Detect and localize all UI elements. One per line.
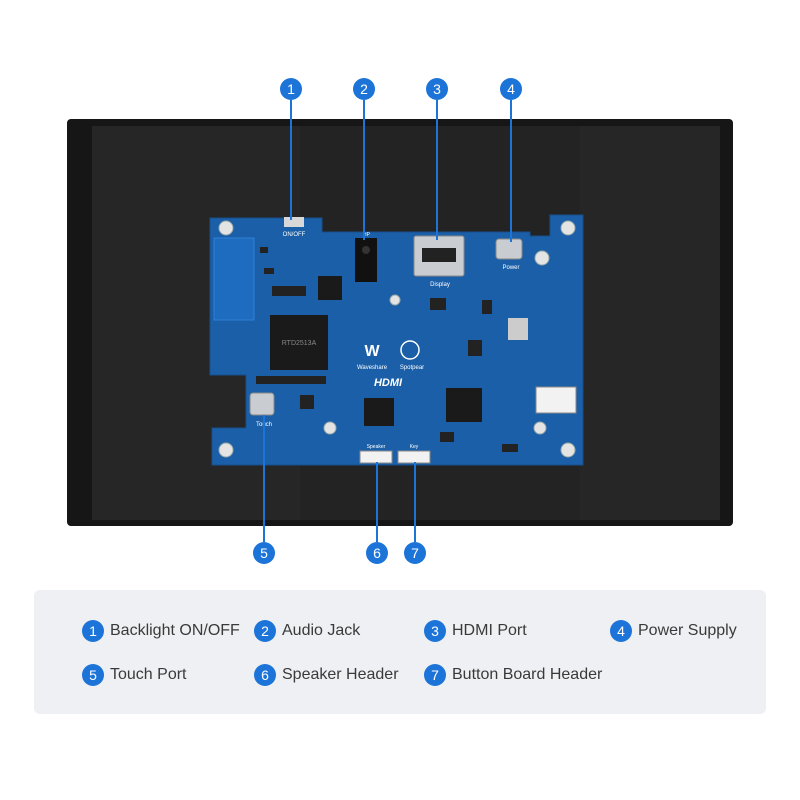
controller-chip [270, 315, 328, 370]
power-port [495, 238, 523, 260]
silk-hp: HP [363, 232, 371, 238]
legend-label: Backlight ON/OFF [110, 622, 240, 639]
leader-line-5 [263, 415, 265, 542]
legend-item-hdmi: 3 HDMI Port [424, 620, 527, 642]
legend-number: 3 [424, 620, 446, 642]
legend-label: Speaker Header [282, 666, 399, 683]
legend-item-power: 4 Power Supply [610, 620, 737, 642]
legend-number: 5 [82, 664, 104, 686]
callout-7: 7 [404, 542, 426, 564]
callout-5: 5 [253, 542, 275, 564]
product-diagram: RTD2513A ON/OFF HP Display Power To [67, 78, 733, 564]
legend-label: Touch Port [110, 666, 187, 683]
callout-6: 6 [366, 542, 388, 564]
silk-brand2: Spotpear [400, 365, 424, 371]
legend-item-touch: 5 Touch Port [82, 664, 186, 686]
silk-onoff: ON/OFF [283, 232, 306, 238]
legend-item-speaker: 6 Speaker Header [254, 664, 399, 686]
legend-number: 6 [254, 664, 276, 686]
chip-label: RTD2513A [282, 340, 317, 347]
legend-number: 4 [610, 620, 632, 642]
spotpear-logo [400, 340, 420, 360]
audio-jack [355, 238, 377, 282]
silk-display: Display [430, 282, 450, 288]
silk-key: Key [410, 444, 419, 450]
legend-label: Button Board Header [452, 666, 603, 683]
backlight-switch [284, 217, 304, 227]
legend-panel: 1 Backlight ON/OFF 2 Audio Jack 3 HDMI P… [34, 590, 766, 714]
callout-1: 1 [280, 78, 302, 100]
silk-brand: Waveshare [357, 365, 388, 371]
callout-2: 2 [353, 78, 375, 100]
legend-item-backlight: 1 Backlight ON/OFF [82, 620, 240, 642]
legend-label: Power Supply [638, 622, 737, 639]
leader-line-2 [363, 100, 365, 240]
leader-line-3 [436, 100, 438, 240]
legend-number: 7 [424, 664, 446, 686]
legend-number: 1 [82, 620, 104, 642]
waveshare-logo: W [364, 343, 380, 360]
display-illustration: RTD2513A ON/OFF HP Display Power To [67, 119, 733, 526]
leader-line-1 [290, 100, 292, 220]
touch-port [249, 392, 275, 416]
callout-3: 3 [426, 78, 448, 100]
callout-4: 4 [500, 78, 522, 100]
silk-hdmi-logo: HDMI [374, 377, 403, 389]
legend-item-audio: 2 Audio Jack [254, 620, 360, 642]
legend-item-button-board: 7 Button Board Header [424, 664, 602, 686]
silk-power: Power [502, 265, 519, 271]
leader-line-4 [510, 100, 512, 242]
silk-speaker: Speaker [367, 444, 386, 450]
legend-label: HDMI Port [452, 622, 527, 639]
legend-number: 2 [254, 620, 276, 642]
leader-line-7 [414, 462, 416, 542]
leader-line-6 [376, 462, 378, 542]
legend-label: Audio Jack [282, 622, 361, 639]
